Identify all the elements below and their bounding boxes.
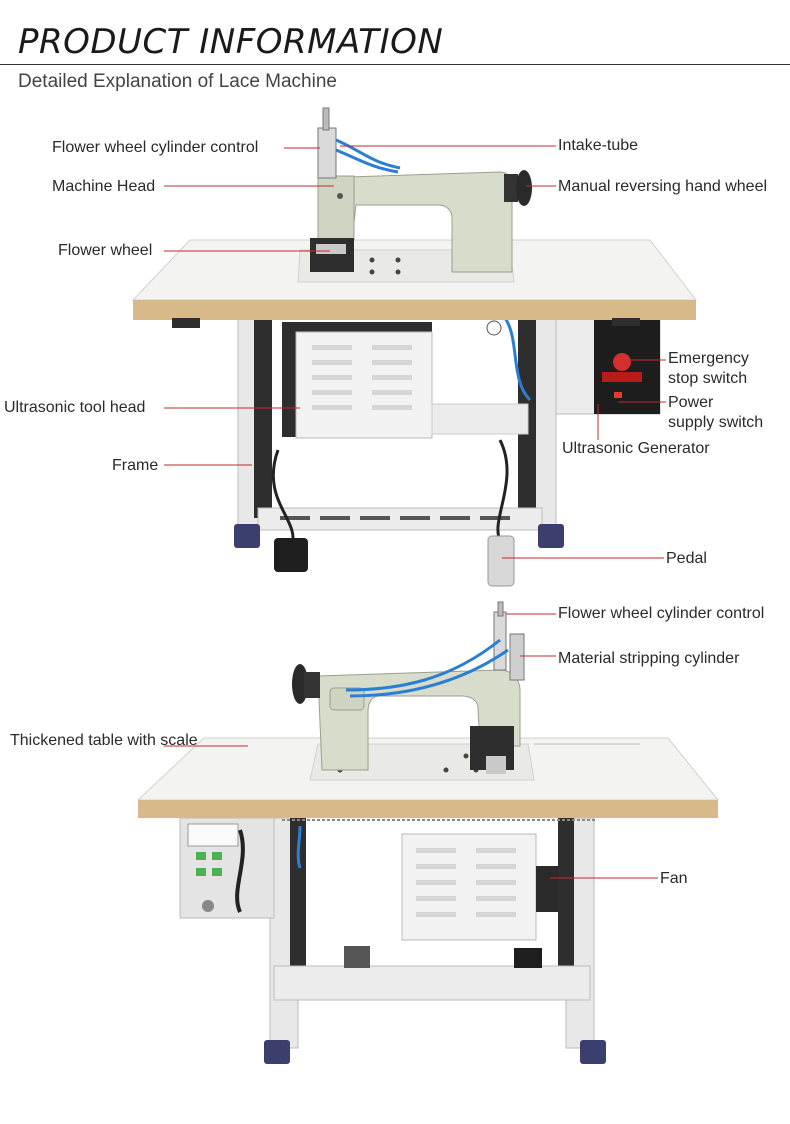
label-frame: Frame: [112, 457, 159, 474]
label-power-supply-line2: supply switch: [668, 414, 764, 431]
page-subtitle: Detailed Explanation of Lace Machine: [18, 71, 337, 92]
label-emergency-stop-line1: Emergency: [668, 350, 749, 367]
label-ultrasonic-generator: Ultrasonic Generator: [562, 440, 710, 457]
label-thickened-table: Thickened table with scale: [10, 732, 198, 749]
label-machine-head: Machine Head: [52, 178, 156, 195]
label-intake-tube: Intake-tube: [558, 137, 639, 154]
label-flower-wheel: Flower wheel: [58, 242, 153, 259]
label-ultrasonic-tool-head: Ultrasonic tool head: [4, 399, 146, 416]
label-manual-reversing-hand-wheel: Manual reversing hand wheel: [558, 178, 768, 195]
title-divider: [0, 64, 790, 65]
label-flower-wheel-cylinder-control-rear: Flower wheel cylinder control: [558, 605, 765, 622]
page-title: PRODUCT INFORMATION: [18, 22, 444, 62]
label-pedal: Pedal: [666, 550, 707, 567]
label-emergency-stop-line2: stop switch: [668, 370, 748, 387]
label-flower-wheel-cylinder-control: Flower wheel cylinder control: [52, 139, 259, 156]
lace-machine-front-illustration: [131, 107, 698, 587]
label-fan: Fan: [660, 870, 688, 887]
label-material-stripping-cylinder: Material stripping cylinder: [558, 650, 740, 667]
label-power-supply-line1: Power: [668, 394, 714, 411]
